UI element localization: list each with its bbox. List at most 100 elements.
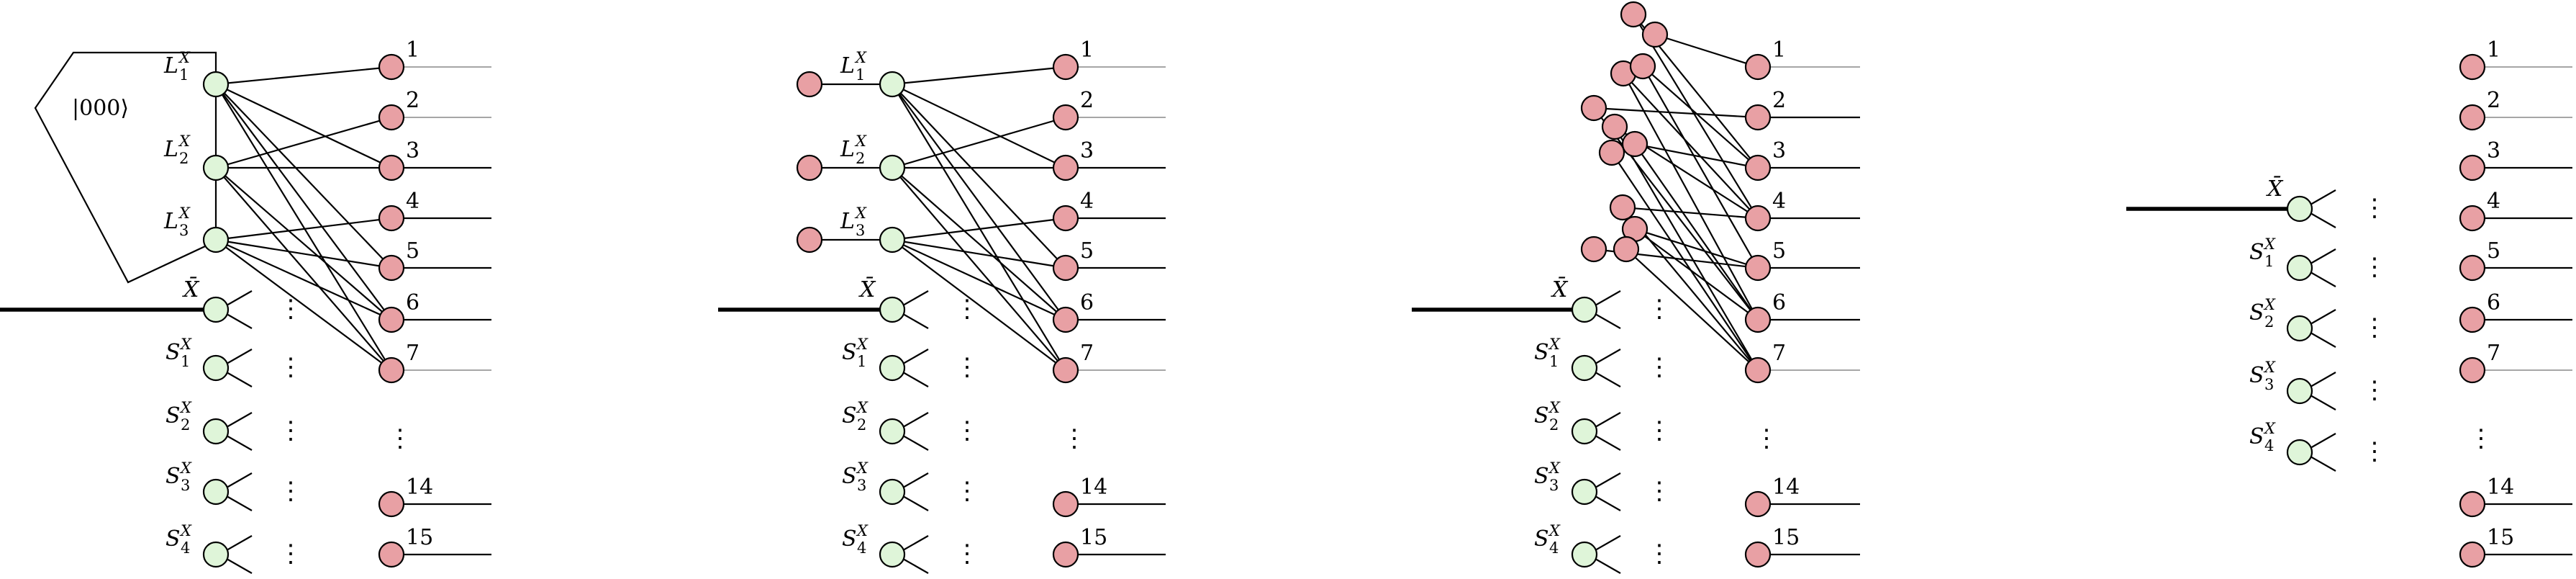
fork-line-down <box>902 313 929 329</box>
stabilizer-node <box>1571 541 1598 568</box>
stabilizer-node <box>1571 478 1598 506</box>
qubit-label: 3 <box>2487 138 2500 163</box>
stabilizer-ellipsis: ⋮ <box>1647 477 1672 506</box>
free-qubit-node <box>1598 139 1625 166</box>
label-sup: X <box>854 49 867 66</box>
check-edge <box>1633 14 1759 219</box>
state-prep-box <box>34 51 217 284</box>
stabilizer-ellipsis: ⋮ <box>955 477 979 506</box>
qubit-node <box>1744 53 1772 81</box>
label-sub: 3 <box>856 222 865 239</box>
fork-line-down <box>1595 558 1621 574</box>
stabilizer-node <box>2286 254 2313 282</box>
free-qubit-node <box>1609 194 1636 221</box>
stabilizer-ellipsis: ⋮ <box>955 353 979 382</box>
qubit-label: 5 <box>2487 238 2500 264</box>
label-sup: X <box>854 205 867 222</box>
check-edge <box>215 116 392 169</box>
check-edge <box>892 84 1066 371</box>
xbar-node <box>2286 195 2313 223</box>
fork-line-down <box>902 558 929 574</box>
label-sub: 1 <box>857 353 866 370</box>
fork-line-up <box>226 535 253 551</box>
label-base: S <box>165 340 181 365</box>
qubit-label: 4 <box>2487 189 2500 214</box>
label-sub: 2 <box>1549 416 1559 434</box>
xbar-node <box>202 296 230 323</box>
label-sup: X <box>179 522 192 539</box>
logical-node <box>202 154 230 181</box>
check-edge <box>892 84 1066 269</box>
label-sup: X <box>178 49 191 66</box>
qubit-label: 7 <box>406 341 419 366</box>
label-sup: X <box>2263 420 2276 437</box>
xbar-ellipsis: ⋮ <box>278 295 303 323</box>
fork-line-down <box>902 495 929 511</box>
qubit-node <box>1744 490 1772 518</box>
qubit-node <box>2459 356 2486 384</box>
qubit-node <box>2459 53 2486 81</box>
qubit-node <box>1744 306 1772 333</box>
free-qubit-node <box>1613 235 1640 263</box>
label-base: L <box>840 209 855 234</box>
fork-line-up <box>1595 412 1621 428</box>
label-sub: 2 <box>181 416 190 434</box>
logical-node <box>879 71 906 98</box>
label-base: S <box>165 403 181 428</box>
input-qubit-node <box>796 71 823 98</box>
qubit-node <box>378 154 405 181</box>
check-edge <box>892 167 1066 371</box>
qubit-node <box>378 53 405 81</box>
qubit-node <box>1744 541 1772 568</box>
label-sub: 4 <box>1549 539 1559 557</box>
fork-line-up <box>226 290 253 306</box>
qubit-node <box>378 490 405 518</box>
check-edge <box>215 84 392 320</box>
stabilizer-ellipsis: ⋮ <box>1647 539 1672 568</box>
qubit-node <box>1744 205 1772 232</box>
stabilizer-ellipsis: ⋮ <box>1647 353 1672 382</box>
qubit-label: 4 <box>1772 189 1786 214</box>
qubit-label: 5 <box>406 238 419 264</box>
fork-line-down <box>226 372 253 387</box>
free-qubit-node <box>1580 235 1607 263</box>
label-sub: 2 <box>2264 313 2274 331</box>
qubit-label: 7 <box>2487 341 2500 366</box>
label-sub: 2 <box>857 416 866 434</box>
check-edge <box>215 167 392 371</box>
label-sub: 1 <box>181 353 190 370</box>
qubit-node <box>378 306 405 333</box>
label-base: L <box>840 53 855 78</box>
fork-line-down <box>226 495 253 511</box>
label-sup: X <box>178 205 191 222</box>
xbar-node <box>1571 296 1598 323</box>
label-sub: 3 <box>1549 477 1559 494</box>
fork-line-up <box>902 349 929 364</box>
label-base: L <box>163 137 178 162</box>
fork-line-down <box>226 435 253 451</box>
free-qubit-node <box>1601 113 1628 140</box>
label-base: S <box>1534 340 1549 365</box>
qubit-label: 5 <box>1080 238 1094 264</box>
check-edge <box>892 167 1066 320</box>
qubit-label: 1 <box>1772 37 1786 63</box>
label-sup: X <box>1548 522 1561 539</box>
label-sub: 1 <box>856 66 865 84</box>
logical-node <box>879 154 906 181</box>
check-edge <box>892 238 1066 269</box>
qubit-label: 1 <box>406 37 419 63</box>
label-sup: X <box>2263 296 2276 313</box>
